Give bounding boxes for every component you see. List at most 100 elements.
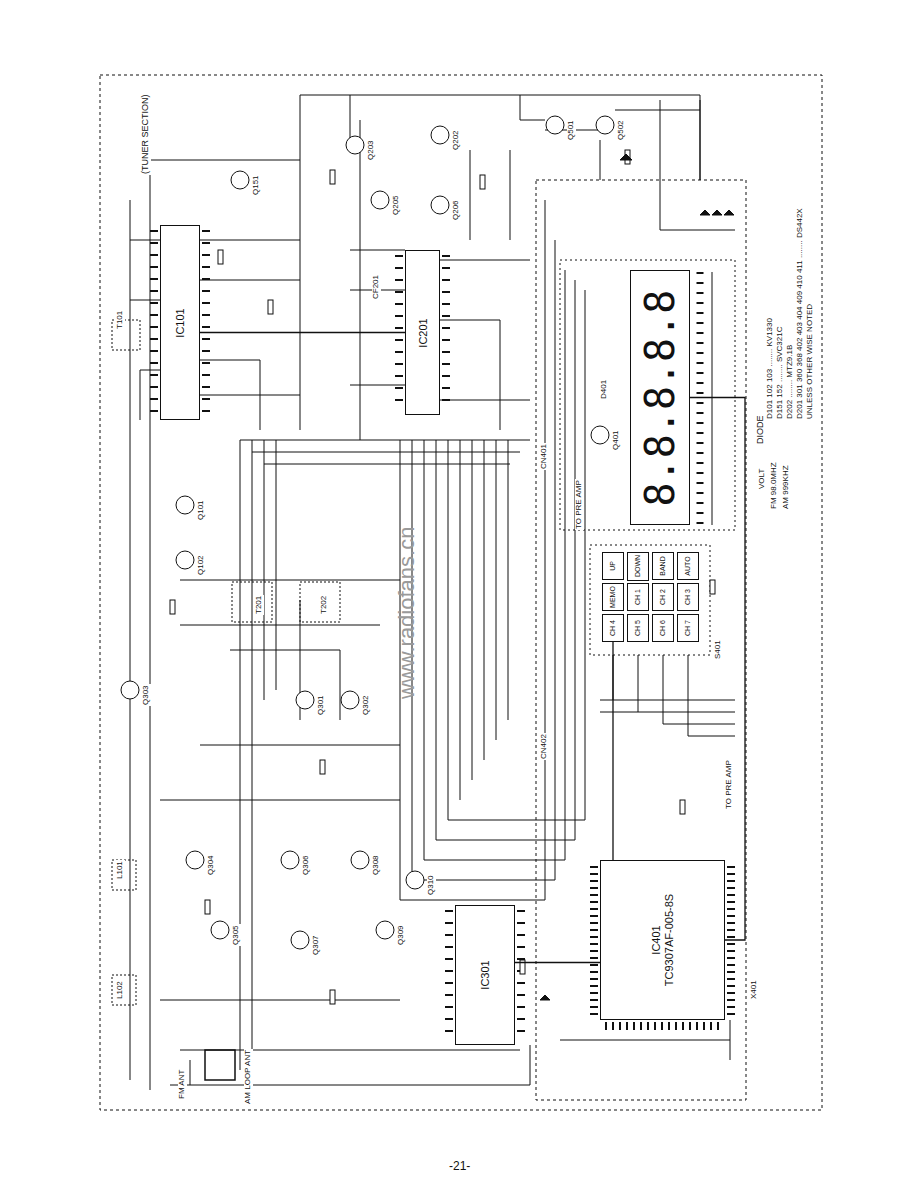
callout-label: TO PRE AMP — [575, 479, 584, 530]
callout-label: CF201 — [372, 274, 381, 300]
part-name: CH 1 — [634, 589, 642, 605]
ic-pins — [517, 910, 525, 1040]
key-switch: CH 5 — [627, 614, 649, 642]
callout-label: TO PRE AMP — [725, 759, 734, 810]
callout-label: X401 — [750, 979, 759, 1000]
label-group: DOWN — [634, 555, 642, 577]
display-pin-bus — [712, 272, 713, 525]
callout-label: VOLT — [758, 468, 767, 490]
callout-label: D401 — [600, 379, 609, 400]
callout-label: D151 152 ........ SVC321C — [776, 326, 785, 421]
page-number: -21- — [448, 1160, 471, 1173]
label-group: 8.8.8.8.8 — [637, 289, 683, 506]
signal-wire — [515, 962, 600, 963]
ic-pins — [590, 866, 598, 1015]
transistor-symbols — [121, 116, 614, 949]
signal-wire — [612, 642, 613, 860]
callout-label: Q302 — [362, 694, 371, 716]
key-switch: MEMO — [602, 583, 624, 611]
label-group: BAND — [659, 556, 667, 575]
ic-pins — [605, 1022, 720, 1030]
part-name: CH 3 — [684, 589, 692, 605]
label-group: AUTO — [684, 556, 692, 575]
callout-label: T201 — [255, 595, 264, 615]
part-name: IC101 — [174, 308, 187, 337]
callout-label: Q401 — [612, 429, 621, 451]
key-switch: AUTO — [677, 552, 699, 580]
label-group: MEMO — [609, 586, 617, 608]
loop-antenna-symbol — [205, 1050, 235, 1080]
callout-label: DIODE — [756, 414, 766, 445]
callout-label: T202 — [320, 595, 329, 615]
label-group: UP — [609, 561, 617, 571]
display-pins — [697, 272, 704, 525]
part-name: CH 6 — [659, 620, 667, 636]
watermark: www.radiofans.cn — [395, 526, 419, 700]
callout-label: Q304 — [207, 854, 216, 876]
label-group: IC401TC9307AF-005-8S — [650, 894, 675, 986]
key-board-frame — [590, 545, 710, 655]
part-name: IC201 — [416, 318, 429, 347]
callout-label: AM LOOP ANT — [244, 1049, 253, 1105]
ic-pins — [150, 230, 158, 415]
callout-label: S401 — [714, 639, 723, 660]
callout-label: Q307 — [312, 934, 321, 956]
callout-label: Q206 — [452, 199, 461, 221]
callout-label: FM ANT — [178, 1069, 187, 1100]
key-switch: CH 4 — [602, 614, 624, 642]
part-name: DOWN — [634, 555, 642, 577]
callout-label: L101 — [116, 860, 125, 880]
callout-label: D201 301 360 368 402 403 404 409 410 411… — [796, 207, 805, 420]
coil-symbols — [112, 320, 340, 1005]
callout-label: Q305 — [232, 924, 241, 946]
label-group: IC301 — [479, 960, 492, 989]
callout-label: Q306 — [302, 854, 311, 876]
callout-label: CN402 — [540, 733, 549, 760]
key-switch: CH 7 — [677, 614, 699, 642]
label-group: CH 2 — [659, 589, 667, 605]
callout-label: Q502 — [617, 119, 626, 141]
key-switch: CH 3 — [677, 583, 699, 611]
part-name: CH 7 — [684, 620, 692, 636]
part-name: MEMO — [609, 586, 617, 608]
callout-label: T101 — [116, 310, 125, 330]
key-switch: BAND — [652, 552, 674, 580]
callout-label: Q310 — [427, 874, 436, 896]
part-number: TC9307AF-005-8S — [663, 894, 676, 986]
key-switch: CH 2 — [652, 583, 674, 611]
signal-wire — [690, 398, 745, 941]
ic-box: IC301 — [455, 905, 515, 1045]
ic-box: IC101 — [160, 225, 200, 420]
display-box: 8.8.8.8.8 — [630, 270, 690, 525]
ic-pins — [445, 910, 453, 1040]
callout-label: FM 98.0MHZ — [770, 461, 779, 510]
callout-label: AM 999KHZ — [782, 464, 791, 510]
callout-label: CN401 — [540, 443, 549, 470]
label-group: IC101 — [174, 308, 187, 337]
key-switch: UP — [602, 552, 624, 580]
key-switch: DOWN — [627, 552, 649, 581]
part-name: 8.8.8.8.8 — [637, 289, 683, 506]
label-group: CH 6 — [659, 620, 667, 636]
callout-label: UNLESS OTHER WISE NOTED — [806, 303, 815, 420]
callout-label: Q501 — [567, 119, 576, 141]
callout-label: Q303 — [142, 684, 151, 706]
label-group: IC201 — [416, 318, 429, 347]
callout-label: Q203 — [367, 139, 376, 161]
ic-pins — [202, 230, 210, 415]
label-group: CH 4 — [609, 620, 617, 636]
part-name: UP — [609, 561, 617, 571]
callout-label: D202 ........ MTZ9.1B — [786, 344, 795, 420]
label-group: CH 1 — [634, 589, 642, 605]
label-group: CH 3 — [684, 589, 692, 605]
callout-label: Q202 — [452, 129, 461, 151]
callout-label: Q309 — [397, 924, 406, 946]
label-group: CH 5 — [634, 620, 642, 636]
signal-wire — [200, 332, 405, 333]
part-name: AUTO — [684, 556, 692, 575]
wiring — [130, 95, 735, 1090]
callout-label: Q102 — [197, 554, 206, 576]
callout-label: Q205 — [392, 194, 401, 216]
callout-label: (TUNER SECTION) — [141, 94, 151, 176]
